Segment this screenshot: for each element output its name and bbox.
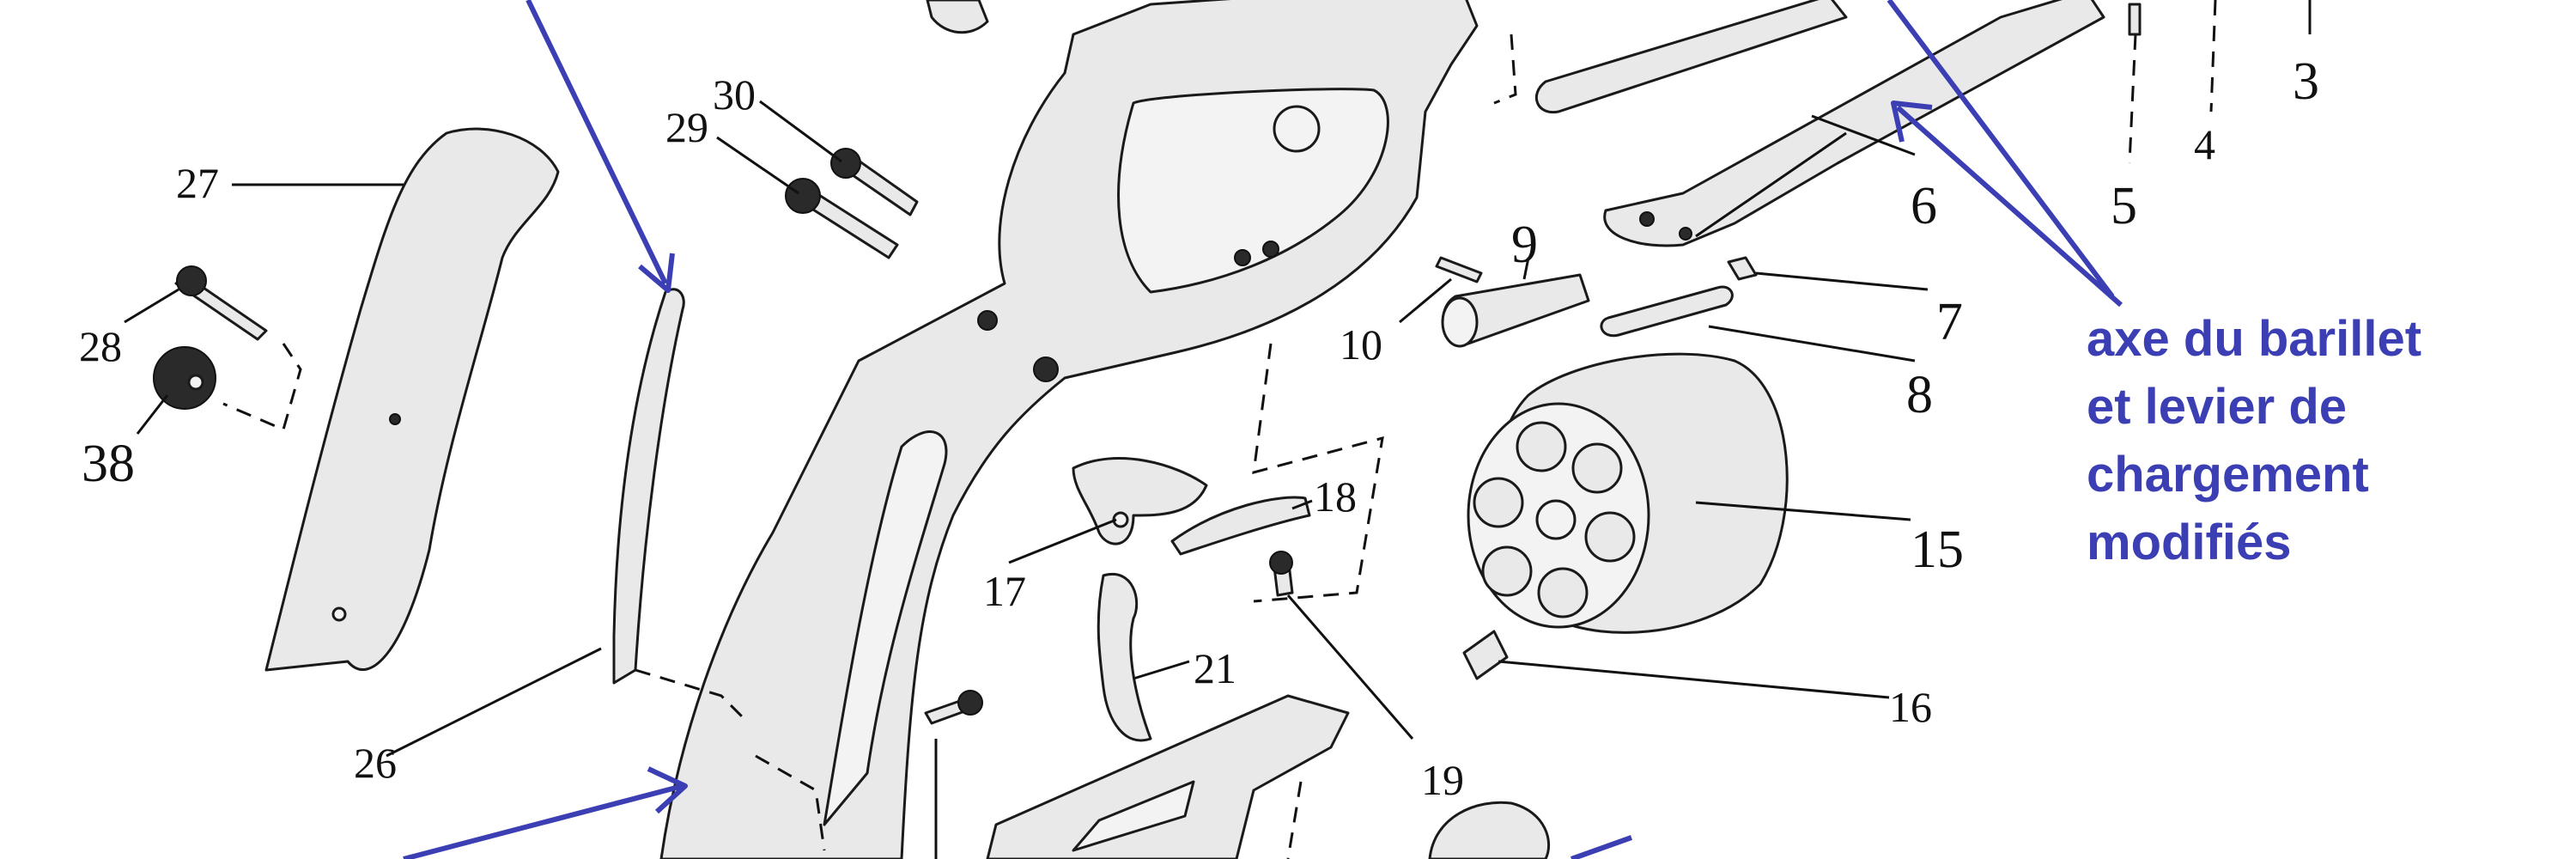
part-27-screw-hole xyxy=(389,413,401,425)
label-5: 5 xyxy=(2111,177,2137,235)
cylinder-chamber-2 xyxy=(1571,442,1623,494)
cylinder-pin-rod xyxy=(1534,0,1848,114)
blue-arrow-frame-bottom xyxy=(403,766,688,859)
frame-screw-hole-1 xyxy=(1033,356,1059,382)
label-29: 29 xyxy=(665,103,708,151)
leader-28 xyxy=(124,288,179,324)
leader-9 xyxy=(1522,257,1530,280)
label-21: 21 xyxy=(1194,644,1236,692)
dashed-guide-guard xyxy=(1286,781,1303,859)
label-6: 6 xyxy=(1911,177,1937,235)
leader-7 xyxy=(1755,271,1929,291)
cylinder-center xyxy=(1535,499,1577,540)
part-8-link xyxy=(1600,285,1734,338)
label-4: 4 xyxy=(2194,120,2215,168)
part-bottom-housing xyxy=(1428,801,1551,859)
part-10-pin xyxy=(1435,256,1483,283)
label-30: 30 xyxy=(713,70,756,119)
frame-grip-opening xyxy=(823,430,948,826)
cylinder-chamber-1 xyxy=(1516,421,1567,472)
blue-arrow-bottom xyxy=(1570,835,1633,859)
part-16-nipple xyxy=(1462,630,1509,680)
label-18: 18 xyxy=(1314,472,1357,521)
part-28-screw xyxy=(174,265,268,341)
leader-6b xyxy=(1695,131,1847,238)
leader-30 xyxy=(759,100,842,163)
blue-arrow-grip-strip xyxy=(526,0,675,293)
part-27-pin-hole xyxy=(331,606,347,622)
annotation-line-3: chargement xyxy=(2087,447,2369,503)
label-38: 38 xyxy=(82,435,135,493)
leader-10 xyxy=(1399,277,1452,324)
leader-6 xyxy=(1811,114,1916,156)
blue-arrow-cylinder-pin xyxy=(1886,0,2115,298)
part-4-pin xyxy=(2209,0,2217,113)
cylinder-chamber-5 xyxy=(1481,545,1533,597)
annotation-line-1: axe du barillet xyxy=(2087,311,2422,367)
leader-29 xyxy=(716,136,799,195)
frame-screw-hole-2 xyxy=(977,310,998,331)
blue-arrow-loading-lever xyxy=(1891,101,2123,308)
part-top-piece xyxy=(926,0,989,34)
frame-pin-2 xyxy=(1262,241,1279,258)
frame-pin-1 xyxy=(1234,249,1251,266)
leader-26 xyxy=(386,647,602,758)
part-6-pivot-2 xyxy=(1679,227,1692,241)
cylinder-chamber-4 xyxy=(1537,567,1589,618)
annotation-line-2: et levier de xyxy=(2087,379,2348,435)
blue-annotation-text: axe du barillet et levier de chargement … xyxy=(2087,305,2567,576)
label-26: 26 xyxy=(354,739,397,787)
label-8: 8 xyxy=(1906,366,1933,424)
dashed-guide-frame xyxy=(1493,34,1517,105)
dashed-guide-26 xyxy=(635,668,749,723)
part-38-nut xyxy=(153,346,216,410)
leader-19 xyxy=(1286,594,1414,740)
part-19-screw xyxy=(1269,551,1294,597)
dashed-guide-grip-bottom xyxy=(755,754,826,851)
dashed-guide-trigger xyxy=(1252,343,1384,603)
trigger-guard-slot xyxy=(1072,780,1195,852)
part-6-loading-lever xyxy=(1603,0,2105,247)
label-17: 17 xyxy=(983,567,1026,615)
trigger-guard xyxy=(986,694,1350,859)
leader-15 xyxy=(1695,501,1911,521)
label-7: 7 xyxy=(1936,293,1963,351)
part-9-end xyxy=(1441,296,1479,348)
label-27: 27 xyxy=(176,159,219,207)
leader-17 xyxy=(1008,518,1117,564)
cylinder-chamber-3 xyxy=(1584,511,1636,563)
leader-16 xyxy=(1498,660,1890,699)
annotation-line-4: modifiés xyxy=(2087,515,2292,570)
label-3: 3 xyxy=(2293,52,2319,111)
frame-boss xyxy=(1273,105,1321,153)
part-5-pin-head xyxy=(2128,3,2142,36)
label-19: 19 xyxy=(1421,756,1464,804)
part-7-pin xyxy=(1727,256,1758,281)
label-28: 28 xyxy=(79,322,122,370)
part-29-screw xyxy=(785,178,899,259)
part-6-pivot xyxy=(1639,211,1655,227)
label-15: 15 xyxy=(1911,521,1964,579)
dashed-guide-grip xyxy=(222,343,302,432)
part-27-grip-panel xyxy=(264,127,560,672)
label-10: 10 xyxy=(1340,320,1382,369)
leader-21 xyxy=(1133,660,1190,680)
leader-18 xyxy=(1291,499,1313,510)
part-30-screw xyxy=(830,148,919,216)
part-18-spring xyxy=(1170,496,1311,556)
part-26-grip-strip xyxy=(612,288,685,685)
leader-8 xyxy=(1708,325,1916,362)
label-9: 9 xyxy=(1511,216,1538,274)
part-21-trigger xyxy=(1097,572,1152,742)
part-bottom-screw xyxy=(924,690,983,859)
part-5-pin xyxy=(2128,34,2137,164)
frame-window xyxy=(1117,88,1389,294)
leader-38 xyxy=(136,394,169,435)
label-16: 16 xyxy=(1889,683,1932,731)
cylinder-chamber-6 xyxy=(1473,477,1524,528)
